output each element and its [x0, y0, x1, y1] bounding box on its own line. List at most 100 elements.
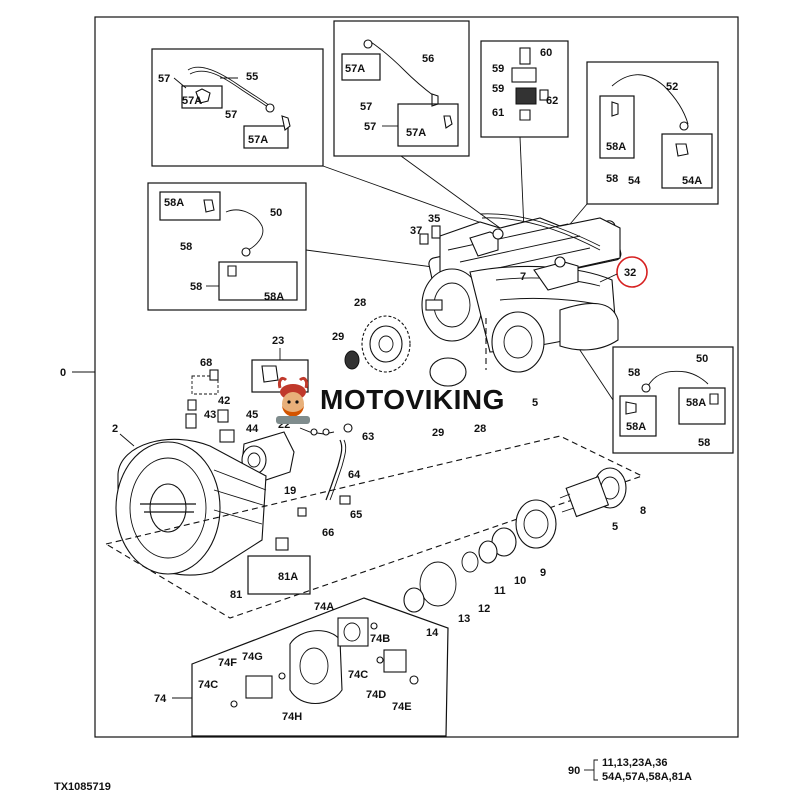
bolts-35-37: 35 37 — [410, 213, 441, 245]
callout-74f: 74F — [218, 657, 237, 669]
callout-57: 57 — [158, 73, 170, 85]
callout-13: 13 — [458, 613, 470, 625]
inset-sensor-harness-56: 57A 56 57 57 57A — [333, 20, 470, 157]
callout-74e: 74E — [392, 701, 412, 713]
callout-57: 57 — [225, 109, 237, 121]
callout-74c: 74C — [198, 679, 218, 691]
callout-81a: 81A — [278, 571, 298, 583]
callout-54: 54 — [628, 175, 641, 187]
inset-sensor-harness-50-right: 50 58 58A 58A 58 — [612, 346, 734, 454]
hydraulic-pump-assembly — [421, 213, 622, 373]
callout-11: 11 — [494, 585, 506, 597]
callout-58: 58 — [698, 437, 710, 449]
callout-58: 58 — [628, 367, 640, 379]
inset-sensor-harness-57: 57 55 57A 57 57A — [151, 48, 324, 167]
inset-sensor-harness-50-left: 58A 50 58 58 58A — [147, 182, 307, 311]
viking-logo-icon — [276, 376, 310, 424]
callout-58a: 58A — [606, 141, 626, 153]
brand-watermark: MOTOVIKING — [268, 372, 538, 428]
callout-50: 50 — [696, 353, 708, 365]
subassembly-boundary — [104, 435, 644, 619]
diagram-frame — [94, 16, 739, 738]
callout-28: 28 — [474, 423, 486, 435]
callout-74g: 74G — [242, 651, 263, 663]
callout-81: 81 — [230, 589, 242, 601]
callout-54a: 54A — [682, 175, 702, 187]
callout-43: 43 — [204, 409, 216, 421]
callout-58a: 58A — [264, 291, 284, 303]
callout-68: 68 — [200, 357, 212, 369]
callout-59: 59 — [492, 63, 504, 75]
callout-55: 55 — [246, 71, 258, 83]
inset-sensor-harness-52: 52 58A 58 54 54A — [586, 61, 719, 205]
callout-57a: 57A — [248, 134, 268, 146]
callout-57a: 57A — [345, 63, 365, 75]
callout-29: 29 — [332, 331, 344, 343]
callout-12: 12 — [478, 603, 490, 615]
callout-61: 61 — [492, 107, 504, 119]
flywheel-housing-2: 2 — [112, 423, 267, 576]
callout-28: 28 — [354, 297, 366, 309]
callout-7: 7 — [520, 271, 526, 283]
callout-35: 35 — [428, 213, 440, 225]
callout-5: 5 — [532, 397, 538, 409]
callout-14: 14 — [426, 627, 439, 639]
callout-57: 57 — [360, 101, 372, 113]
callout-9: 9 — [540, 567, 546, 579]
callout-60: 60 — [540, 47, 552, 59]
callout-23: 23 — [272, 335, 284, 347]
callout-56: 56 — [422, 53, 434, 65]
drive-gear-28: 28 — [354, 297, 411, 373]
highlight-circle-32 — [616, 256, 648, 288]
hose-fittings-63-66: 63 64 65 66 — [297, 423, 374, 539]
callout-57a: 57A — [406, 127, 426, 139]
fasteners-81: 81A 81 — [230, 537, 311, 601]
callout-29: 29 — [432, 427, 444, 439]
callout-2: 2 — [112, 423, 118, 435]
callout-37: 37 — [410, 225, 422, 237]
callout-44: 44 — [246, 423, 259, 435]
callout-50: 50 — [270, 207, 282, 219]
callout-57: 57 — [364, 121, 376, 133]
callout-5: 5 — [612, 521, 618, 533]
fittings-42-45-68: 68 42 43 45 44 — [185, 357, 259, 443]
callout-74c: 74C — [348, 669, 368, 681]
brand-name: MOTOVIKING — [320, 384, 505, 415]
callout-65: 65 — [350, 509, 362, 521]
callout-74h: 74H — [282, 711, 302, 723]
callout-74b: 74B — [370, 633, 390, 645]
callout-59: 59 — [492, 83, 504, 95]
kit-parts-line2: 54A,57A,58A,81A — [602, 771, 692, 783]
callout-10: 10 — [514, 575, 526, 587]
callout-32: 32 — [624, 267, 636, 279]
shaft-and-bearings: 8 5 9 10 11 12 13 14 — [403, 467, 646, 639]
callout-63: 63 — [362, 431, 374, 443]
callout-57a: 57A — [182, 95, 202, 107]
callout-0: 0 — [60, 367, 66, 379]
callout-45: 45 — [246, 409, 258, 421]
kit-number: 90 — [568, 765, 580, 777]
callout-74a: 74A — [314, 601, 334, 613]
callout-58a: 58A — [686, 397, 706, 409]
callout-74: 74 — [154, 693, 167, 705]
document-code: TX1085719 — [54, 781, 111, 793]
kit-parts-line1: 11,13,23A,36 — [602, 757, 667, 769]
oil-seal-29: 29 — [332, 331, 360, 370]
callout-8: 8 — [640, 505, 646, 517]
callout-42: 42 — [218, 395, 230, 407]
callout-58: 58 — [180, 241, 192, 253]
callout-19: 19 — [284, 485, 296, 497]
coupling-kit-74: 74A 74B 74G 74F 74C 74C 74D 74E 74H 74 — [154, 597, 449, 737]
callout-58a: 58A — [164, 197, 184, 209]
callout-66: 66 — [322, 527, 334, 539]
callout-58a: 58A — [626, 421, 646, 433]
kit-note-90: 90 11,13,23A,36 54A,57A,58A,81A — [568, 757, 692, 783]
callout-58: 58 — [190, 281, 202, 293]
callout-74d: 74D — [366, 689, 386, 701]
callout-52: 52 — [666, 81, 678, 93]
callout-62: 62 — [546, 95, 558, 107]
callout-64: 64 — [348, 469, 361, 481]
inset-solenoid-59-62: 60 59 59 62 61 — [480, 40, 569, 138]
callout-58: 58 — [606, 173, 618, 185]
